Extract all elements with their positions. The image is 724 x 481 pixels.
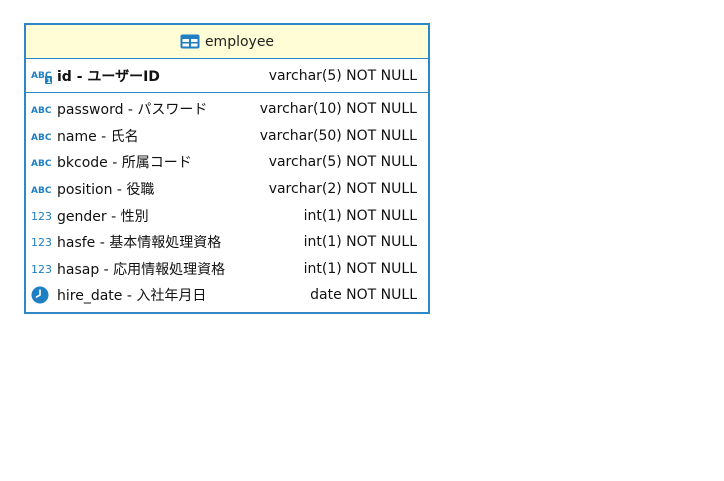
column-list: ABC password - パスワード varchar(10) NOT NUL… [26, 93, 428, 309]
column-type: varchar(2) NOT NULL [268, 181, 417, 198]
column-name: name - 氏名 [57, 128, 139, 145]
column-name: hasfe - 基本情報処理資格 [57, 235, 222, 252]
column-row[interactable]: ABC name - 氏名 varchar(50) NOT NULL [26, 123, 428, 150]
column-row[interactable]: ABC bkcode - 所属コード varchar(5) NOT NULL [26, 149, 428, 176]
column-name: position - 役職 [57, 182, 155, 199]
column-row[interactable]: 123 hasfe - 基本情報処理資格 int(1) NOT NULL [26, 229, 428, 256]
column-name: hasap - 応用情報処理資格 [57, 261, 226, 278]
primary-key-row[interactable]: ABC 1 id - ユーザーID varchar(5) NOT NULL [26, 59, 428, 93]
column-row[interactable]: ABC password - パスワード varchar(10) NOT NUL… [26, 96, 428, 123]
entity-header[interactable]: employee [26, 25, 428, 59]
column-type: varchar(5) NOT NULL [268, 154, 417, 171]
svg-text:123: 123 [31, 236, 52, 249]
text-icon: ABC [31, 181, 53, 197]
svg-text:ABC: ABC [31, 186, 52, 196]
number-icon: 123 [31, 234, 53, 250]
column-type: varchar(5) NOT NULL [268, 67, 417, 84]
column-name: hire_date - 入社年月日 [57, 288, 207, 305]
clock-icon [31, 286, 53, 304]
column-type: int(1) NOT NULL [303, 234, 417, 251]
column-row[interactable]: 123 hasap - 応用情報処理資格 int(1) NOT NULL [26, 256, 428, 283]
column-type: int(1) NOT NULL [303, 260, 417, 277]
column-type: int(1) NOT NULL [303, 207, 417, 224]
svg-text:1: 1 [47, 77, 52, 84]
entity-employee[interactable]: employee ABC 1 id - ユーザーID varchar(5) NO… [24, 23, 430, 314]
column-row[interactable]: ABC position - 役職 varchar(2) NOT NULL [26, 176, 428, 203]
column-type: date NOT NULL [310, 287, 417, 304]
column-name: password - パスワード [57, 102, 208, 119]
text-icon: ABC [31, 128, 53, 144]
svg-text:ABC: ABC [31, 71, 52, 81]
column-name: gender - 性別 [57, 208, 149, 225]
table-icon [180, 34, 200, 49]
svg-text:123: 123 [31, 263, 52, 276]
column-row[interactable]: hire_date - 入社年月日 date NOT NULL [26, 282, 428, 309]
column-type: varchar(10) NOT NULL [259, 101, 417, 118]
entity-title: employee [204, 33, 275, 50]
number-icon: 123 [31, 261, 53, 277]
svg-text:ABC: ABC [31, 106, 52, 116]
text-icon: ABC [31, 101, 53, 117]
svg-text:ABC: ABC [31, 159, 52, 169]
svg-text:123: 123 [31, 210, 52, 223]
column-type: varchar(50) NOT NULL [259, 127, 417, 144]
text-icon: ABC [31, 154, 53, 170]
text-key-icon: ABC 1 [31, 68, 53, 84]
column-name: id - ユーザーID [57, 68, 160, 85]
number-icon: 123 [31, 208, 53, 224]
svg-text:ABC: ABC [31, 133, 52, 143]
column-name: bkcode - 所属コード [57, 155, 192, 172]
column-row[interactable]: 123 gender - 性別 int(1) NOT NULL [26, 202, 428, 229]
